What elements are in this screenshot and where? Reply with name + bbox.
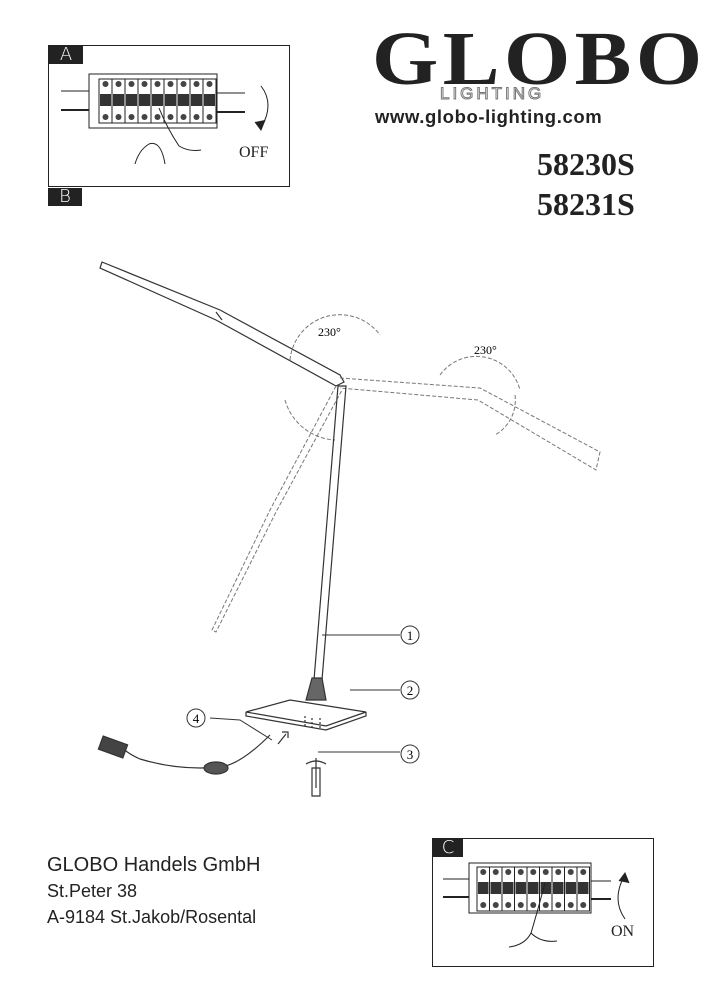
terminal-screw bbox=[555, 869, 562, 875]
circuit-breaker-on-illustration bbox=[443, 862, 630, 948]
breaker-switch bbox=[553, 882, 564, 894]
terminal-screw bbox=[567, 869, 574, 875]
breaker-switch bbox=[139, 94, 150, 106]
callout-circle-1 bbox=[400, 625, 420, 645]
breaker-switch bbox=[126, 94, 137, 106]
terminal-screw bbox=[167, 81, 174, 87]
terminal-screw bbox=[154, 114, 161, 120]
rotation-angle-1: 230° bbox=[318, 325, 341, 339]
terminal-screw bbox=[580, 902, 587, 908]
callout-4: 4 bbox=[193, 711, 200, 726]
terminal-screw bbox=[206, 81, 213, 87]
breaker-module bbox=[576, 866, 590, 912]
terminal-screw bbox=[167, 114, 174, 120]
terminal-screw bbox=[492, 902, 499, 908]
callout-circle-3 bbox=[400, 744, 420, 764]
brand-logo: GLOBO bbox=[372, 17, 706, 101]
terminal-screw bbox=[567, 902, 574, 908]
terminal-screw bbox=[580, 869, 587, 875]
breaker-switch bbox=[113, 94, 124, 106]
callout-2: 2 bbox=[407, 683, 414, 698]
terminal-screw bbox=[193, 81, 200, 87]
breaker-switch bbox=[490, 882, 501, 894]
company-city: A-9184 St.Jakob/Rosental bbox=[47, 907, 257, 927]
breaker-switch bbox=[191, 94, 202, 106]
terminal-screw bbox=[128, 81, 135, 87]
circuit-breaker-off-illustration bbox=[61, 73, 269, 165]
breaker-switch bbox=[540, 882, 551, 894]
breaker-module bbox=[202, 78, 217, 124]
terminal-screw bbox=[115, 81, 122, 87]
callout-3: 3 bbox=[407, 747, 414, 762]
terminal-screw bbox=[206, 114, 213, 120]
terminal-screw bbox=[115, 114, 122, 120]
callout-1: 1 bbox=[407, 628, 414, 643]
website-url: www.globo-lighting.com bbox=[375, 106, 603, 127]
terminal-screw bbox=[180, 114, 187, 120]
breaker-switch bbox=[528, 882, 539, 894]
terminal-screw bbox=[128, 114, 135, 120]
breaker-switch bbox=[565, 882, 576, 894]
breaker-switch bbox=[204, 94, 215, 106]
terminal-screw bbox=[530, 902, 537, 908]
breaker-switch bbox=[178, 94, 189, 106]
terminal-screw bbox=[505, 869, 512, 875]
terminal-screw bbox=[542, 869, 549, 875]
breaker-switch bbox=[578, 882, 589, 894]
terminal-screw bbox=[102, 81, 109, 87]
terminal-screw bbox=[180, 81, 187, 87]
breaker-switch bbox=[515, 882, 526, 894]
breaker-switch bbox=[100, 94, 111, 106]
company-street: St.Peter 38 bbox=[47, 881, 138, 901]
breaker-switch bbox=[503, 882, 514, 894]
lamp-head-arm bbox=[99, 261, 345, 387]
callout-circle-2 bbox=[400, 680, 420, 700]
lamp-base bbox=[245, 699, 367, 797]
brand-subtitle: LIGHTING bbox=[439, 84, 545, 103]
lamp-arm-alternate-positions bbox=[211, 314, 601, 633]
terminal-screw bbox=[154, 81, 161, 87]
power-cable-with-switch-and-adapter bbox=[97, 731, 289, 775]
terminal-screw bbox=[480, 869, 487, 875]
panel-c-tag: C bbox=[433, 839, 463, 857]
panel-b-tag: B bbox=[48, 188, 82, 206]
breaker-switch bbox=[165, 94, 176, 106]
company-name: GLOBO Handels GmbH bbox=[47, 854, 261, 876]
breaker-switch bbox=[152, 94, 163, 106]
terminal-screw bbox=[480, 902, 487, 908]
model-number-2: 58231S bbox=[537, 186, 635, 222]
off-label: OFF bbox=[239, 144, 269, 161]
on-label: ON bbox=[611, 923, 635, 940]
terminal-screw bbox=[542, 902, 549, 908]
breaker-switch bbox=[478, 882, 489, 894]
terminal-screw bbox=[517, 902, 524, 908]
terminal-screw bbox=[141, 81, 148, 87]
terminal-screw bbox=[492, 869, 499, 875]
terminal-screw bbox=[102, 114, 109, 120]
terminal-screw bbox=[505, 902, 512, 908]
callout-leaders bbox=[186, 625, 420, 764]
panel-c-power-on: C ON bbox=[432, 838, 654, 967]
lamp-pole bbox=[305, 385, 347, 701]
company-address: GLOBO Handels GmbH St.Peter 38 A-9184 St… bbox=[47, 852, 260, 930]
panel-a-power-off: A OFF bbox=[48, 45, 290, 187]
rotation-angle-2: 230° bbox=[474, 343, 497, 357]
terminal-screw bbox=[555, 902, 562, 908]
terminal-screw bbox=[141, 114, 148, 120]
panel-a-tag: A bbox=[49, 46, 83, 64]
callout-circle-4 bbox=[186, 708, 206, 728]
model-number-1: 58230S bbox=[537, 146, 635, 182]
terminal-screw bbox=[193, 114, 200, 120]
terminal-screw bbox=[517, 869, 524, 875]
terminal-screw bbox=[530, 869, 537, 875]
